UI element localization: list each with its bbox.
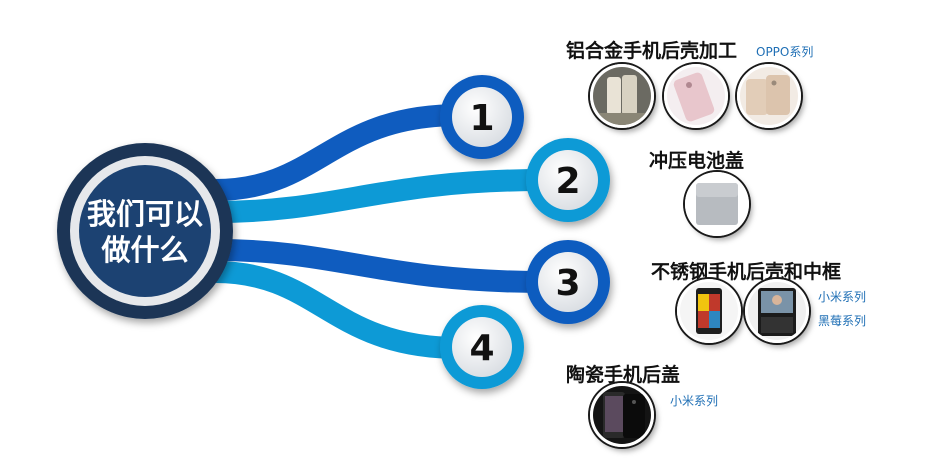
item-3-heading: 不锈钢手机后壳和中框 xyxy=(651,261,842,283)
node-2 xyxy=(526,138,610,222)
blackberry-phone-photo xyxy=(745,279,809,343)
battery-cover-photo xyxy=(685,172,749,236)
item-4-tag-xiaomi: 小米系列 xyxy=(670,394,719,408)
xiaomi-phone-photo xyxy=(677,279,741,343)
node-4-number: 4 xyxy=(469,328,494,369)
node-2-number: 2 xyxy=(555,161,580,202)
item-2-heading: 冲压电池盖 xyxy=(649,150,745,172)
oppo-phones-photo xyxy=(590,64,654,128)
connector-4 xyxy=(204,261,471,359)
pink-phone-photo xyxy=(664,64,728,128)
connector-1 xyxy=(204,104,471,201)
item-3-tag-xiaomi: 小米系列 xyxy=(818,290,867,304)
gold-phone-photo xyxy=(737,64,801,128)
ceramic-phone-photo xyxy=(590,383,654,447)
item-4-heading: 陶瓷手机后盖 xyxy=(566,364,681,386)
item-3-tag-blackberry: 黑莓系列 xyxy=(818,314,867,328)
node-4 xyxy=(440,305,524,389)
node-1-number: 1 xyxy=(469,98,494,139)
connector-2 xyxy=(204,169,556,223)
node-1 xyxy=(440,75,524,159)
hub xyxy=(57,143,233,319)
item-1-tag-oppo: OPPO系列 xyxy=(756,45,814,59)
hub-line-2: 做什么 xyxy=(100,233,188,267)
node-3-number: 3 xyxy=(555,263,580,304)
node-3 xyxy=(526,240,610,324)
connector-3 xyxy=(204,239,556,293)
hub-line-1: 我们可以 xyxy=(87,197,203,231)
item-1-heading: 铝合金手机后壳加工 xyxy=(566,40,738,62)
